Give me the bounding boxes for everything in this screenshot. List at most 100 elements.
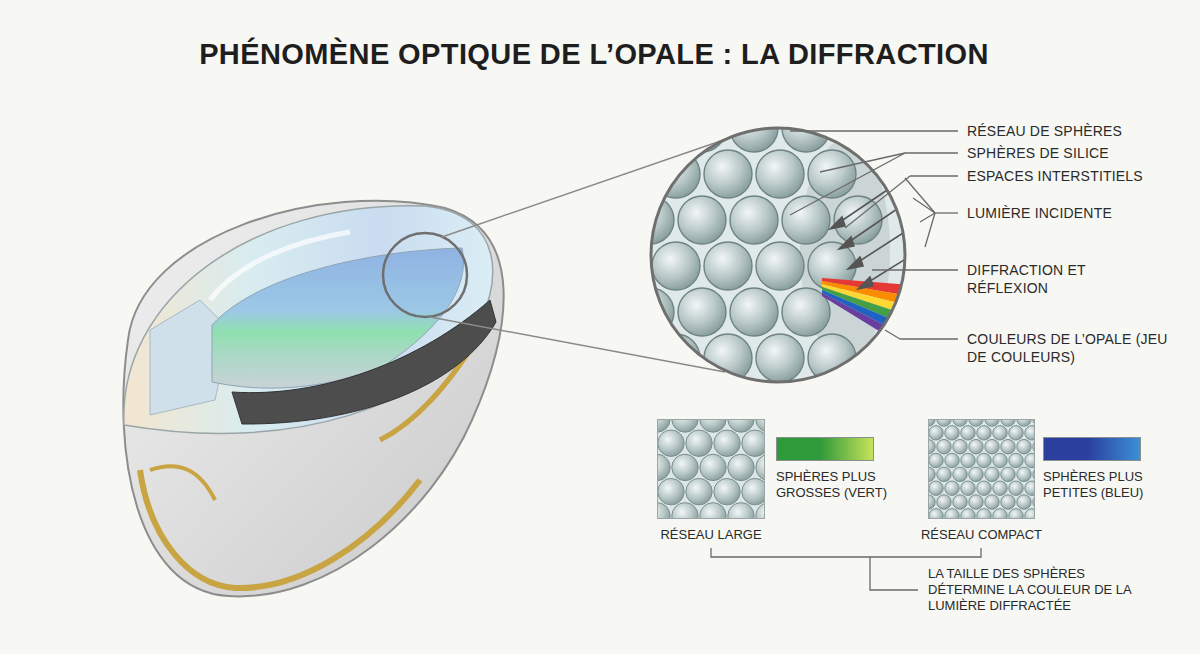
lattice-large bbox=[644, 406, 782, 529]
sphere bbox=[961, 509, 975, 519]
lattice-box: RÉSEAU LARGE bbox=[657, 419, 765, 519]
sphere bbox=[686, 478, 712, 504]
sphere bbox=[1025, 509, 1035, 519]
note-text: LA TAILLE DES SPHÈRES DÉTERMINE LA COULE… bbox=[928, 566, 1138, 614]
opal-stone bbox=[123, 201, 503, 597]
sphere bbox=[756, 334, 804, 382]
sphere bbox=[985, 419, 999, 426]
sphere bbox=[714, 430, 740, 456]
sphere bbox=[704, 334, 752, 382]
sphere bbox=[658, 478, 684, 504]
sphere bbox=[1009, 426, 1023, 440]
sphere bbox=[969, 419, 983, 426]
sphere bbox=[700, 454, 726, 480]
sphere bbox=[700, 419, 726, 432]
sphere bbox=[937, 419, 951, 426]
sphere bbox=[977, 509, 991, 519]
sphere bbox=[704, 150, 752, 198]
sphere bbox=[928, 439, 935, 453]
diagram-title: PHÉNOMÈNE OPTIQUE DE L’OPALE : LA DIFFRA… bbox=[0, 38, 1194, 71]
sphere bbox=[728, 503, 754, 519]
sphere bbox=[929, 509, 943, 519]
leader-lines bbox=[790, 131, 958, 339]
callout-label: DIFFRACTION ET RÉFLEXION bbox=[967, 261, 1097, 297]
magnified-circle bbox=[651, 128, 905, 382]
sphere bbox=[929, 481, 943, 495]
sphere bbox=[700, 503, 726, 519]
lattice-spheres bbox=[928, 419, 1035, 519]
sphere bbox=[678, 288, 726, 336]
sphere bbox=[953, 467, 967, 481]
sphere bbox=[945, 426, 959, 440]
sphere bbox=[1017, 439, 1031, 453]
sphere bbox=[1009, 481, 1023, 495]
sphere bbox=[993, 509, 1007, 519]
sphere bbox=[626, 104, 674, 152]
sphere bbox=[1009, 509, 1023, 519]
sphere bbox=[953, 419, 967, 426]
sphere bbox=[808, 150, 856, 198]
callout-label: COULEURS DE L’OPALE (JEU DE COULEURS) bbox=[967, 330, 1177, 366]
callout-label: ESPACES INTERSTITIELS bbox=[967, 167, 1143, 185]
sphere bbox=[756, 454, 765, 480]
sphere bbox=[928, 419, 935, 426]
sphere bbox=[961, 453, 975, 467]
sphere bbox=[937, 439, 951, 453]
sphere bbox=[985, 439, 999, 453]
sphere bbox=[1001, 439, 1015, 453]
sphere bbox=[993, 426, 1007, 440]
lattice-caption: RÉSEAU COMPACT bbox=[921, 527, 1042, 543]
sphere bbox=[1001, 467, 1015, 481]
sphere bbox=[977, 426, 991, 440]
sphere bbox=[928, 495, 935, 509]
sphere bbox=[657, 454, 670, 480]
sphere bbox=[1025, 453, 1035, 467]
sphere bbox=[782, 196, 830, 244]
sphere bbox=[626, 196, 674, 244]
sphere bbox=[993, 481, 1007, 495]
sphere bbox=[808, 334, 856, 382]
sphere bbox=[652, 150, 700, 198]
sphere bbox=[756, 150, 804, 198]
sphere bbox=[953, 439, 967, 453]
sphere bbox=[672, 419, 698, 432]
sphere bbox=[969, 495, 983, 509]
sphere bbox=[929, 453, 943, 467]
sphere bbox=[945, 453, 959, 467]
magnified-view bbox=[626, 104, 925, 428]
legend-text: SPHÈRES PLUS GROSSES (VERT) bbox=[776, 469, 894, 501]
lattice-box: RÉSEAU COMPACT bbox=[928, 419, 1035, 519]
sphere bbox=[937, 495, 951, 509]
sphere bbox=[1025, 426, 1035, 440]
sphere bbox=[1025, 481, 1035, 495]
sphere bbox=[969, 467, 983, 481]
sphere bbox=[945, 481, 959, 495]
sphere bbox=[1001, 495, 1015, 509]
sphere bbox=[742, 478, 765, 504]
legend-swatch bbox=[1043, 437, 1141, 461]
sphere bbox=[728, 454, 754, 480]
sphere bbox=[756, 242, 804, 290]
callout-label: SPHÈRES DE SILICE bbox=[967, 144, 1109, 162]
sphere bbox=[704, 242, 752, 290]
lattice-caption: RÉSEAU LARGE bbox=[660, 527, 761, 543]
sphere bbox=[977, 453, 991, 467]
sphere bbox=[961, 481, 975, 495]
sphere bbox=[1009, 453, 1023, 467]
sphere bbox=[686, 430, 712, 456]
sphere bbox=[714, 478, 740, 504]
sphere bbox=[1017, 419, 1031, 426]
sphere bbox=[993, 453, 1007, 467]
lattice-ground bbox=[928, 419, 1035, 519]
sphere bbox=[977, 481, 991, 495]
callout-label: LUMIÈRE INCIDENTE bbox=[967, 204, 1112, 222]
legend-text: SPHÈRES PLUS PETITES (BLEU) bbox=[1043, 469, 1161, 501]
sphere bbox=[1017, 495, 1031, 509]
sphere bbox=[678, 196, 726, 244]
sphere bbox=[928, 467, 935, 481]
sphere bbox=[728, 419, 754, 432]
sphere bbox=[730, 288, 778, 336]
sphere bbox=[672, 454, 698, 480]
lattice-spheres bbox=[657, 419, 765, 519]
